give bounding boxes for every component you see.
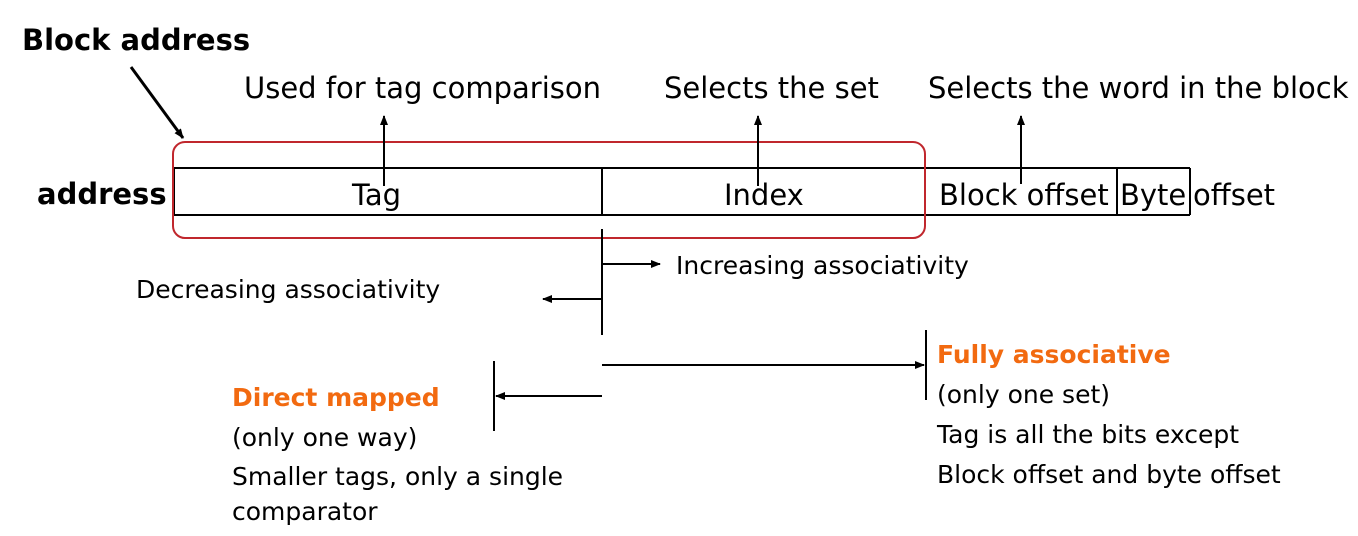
index-field: Index xyxy=(724,178,804,212)
increasing-associativity-label: Increasing associativity xyxy=(676,251,969,280)
tag-field: Tag xyxy=(352,178,402,212)
direct-mapped-heading: Direct mapped xyxy=(232,383,440,412)
block-offset-annotation: Selects the word in the block xyxy=(928,71,1349,105)
fully-associative-line-2: Tag is all the bits except xyxy=(937,420,1240,449)
direct-mapped-line-1: (only one way) xyxy=(232,423,418,452)
block-offset-field: Block offset xyxy=(939,178,1109,212)
address-row-label: address xyxy=(37,177,167,211)
direct-mapped-line-3: comparator xyxy=(232,497,378,526)
fully-associative-heading: Fully associative xyxy=(937,340,1171,369)
byte-field: Byte xyxy=(1120,178,1187,212)
block-address-highlight xyxy=(172,141,926,239)
block-address-pointer-arrow xyxy=(129,66,185,139)
tag-annotation: Used for tag comparison xyxy=(244,71,601,105)
direct-mapped-line-2: Smaller tags, only a single xyxy=(232,462,564,491)
index-annotation: Selects the set xyxy=(664,71,879,105)
block-address-title: Block address xyxy=(22,23,251,57)
byte-offset-suffix: offset xyxy=(1193,178,1276,212)
decreasing-associativity-label: Decreasing associativity xyxy=(136,275,441,304)
fully-associative-line-1: (only one set) xyxy=(937,380,1111,409)
fully-associative-line-3: Block offset and byte offset xyxy=(937,460,1281,489)
